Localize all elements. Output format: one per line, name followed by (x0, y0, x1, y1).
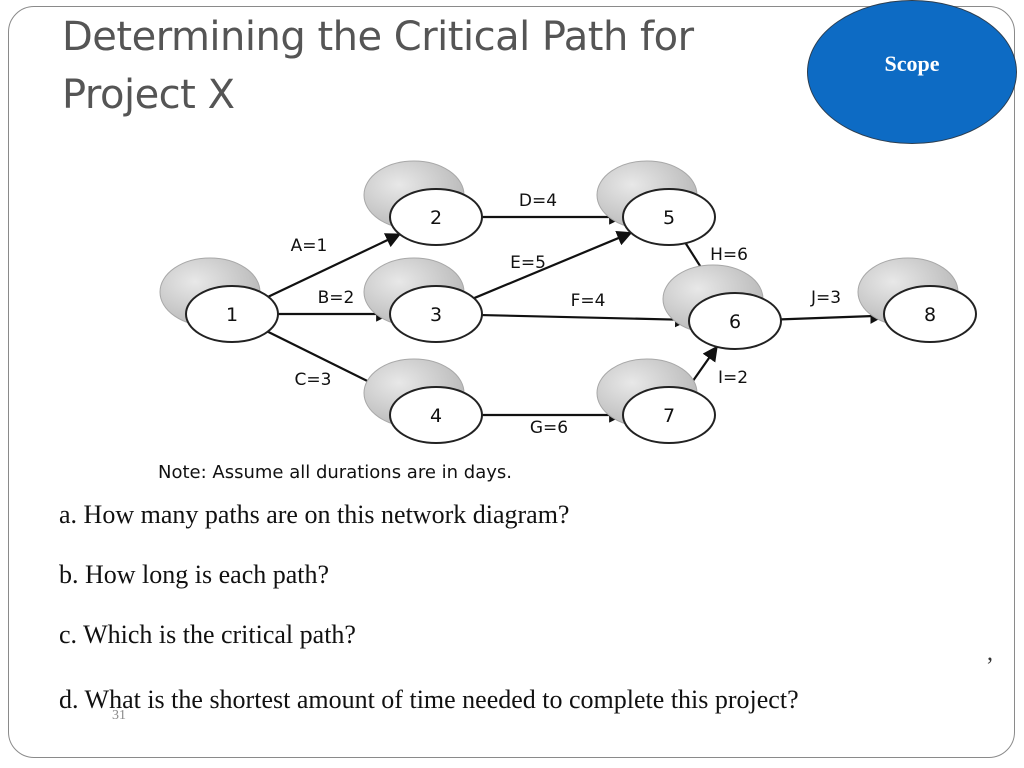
slide-frame (8, 6, 1015, 758)
node-7: 7 (596, 358, 716, 444)
edge-label-d: D=4 (519, 191, 557, 211)
edge-label-c: C=3 (295, 370, 332, 390)
edge-label-h: H=6 (710, 245, 748, 265)
node-7-circle (622, 386, 716, 444)
edge-label-g: G=6 (530, 418, 568, 438)
stray-mark: , (987, 640, 993, 666)
scope-badge-label: Scope (884, 51, 940, 76)
node-1-label: 1 (226, 304, 238, 326)
edge-1-2 (267, 233, 402, 298)
node-8-circle (883, 285, 977, 343)
node-4-label: 4 (430, 405, 442, 427)
question-a: a. How many paths are on this network di… (59, 500, 570, 529)
edge-label-b: B=2 (318, 288, 355, 308)
node-6-circle (688, 292, 782, 350)
slide-title: Determining the Critical Path for Projec… (62, 8, 802, 124)
node-1-circle (185, 285, 279, 343)
question-d: d. What is the shortest amount of time n… (59, 685, 799, 714)
node-3-circle (389, 285, 483, 343)
node-7-label: 7 (663, 405, 675, 427)
node-2-circle (389, 188, 483, 246)
edge-label-j: J=3 (810, 288, 841, 308)
node-3: 3 (363, 257, 483, 343)
nodes-layer: 1 2 3 4 5 6 7 8 (159, 160, 977, 444)
edge-label-i: I=2 (718, 368, 748, 388)
node-3-label: 3 (430, 304, 442, 326)
edge-6-8 (780, 308, 886, 324)
node-5-circle (622, 188, 716, 246)
edge-label-f: F=4 (571, 291, 606, 311)
node-5: 5 (596, 160, 716, 246)
edge-labels-layer: A=1B=2C=3 D=4E=5F=4G=6 H=6I=2 J=3 (291, 191, 841, 438)
node-8: 8 (857, 257, 977, 343)
diagram-note: Note: Assume all durations are in days. (158, 462, 512, 483)
node-1: 1 (159, 257, 279, 343)
scope-badge[interactable]: Scope (807, 0, 1017, 144)
node-2-label: 2 (430, 207, 442, 229)
edge-3-5 (473, 231, 633, 300)
node-4-circle (389, 386, 483, 444)
node-6-label: 6 (729, 311, 741, 333)
title-line-1: Determining the Critical Path for (62, 14, 694, 60)
edge-label-e: E=5 (510, 253, 546, 273)
edge-label-a: A=1 (291, 236, 328, 256)
node-6: 6 (662, 264, 782, 350)
edges-layer (267, 209, 886, 423)
node-4: 4 (363, 358, 483, 444)
edge-3-6 (481, 311, 691, 328)
node-8-label: 8 (924, 304, 936, 326)
question-b: b. How long is each path? (59, 560, 330, 589)
title-line-2: Project X (62, 72, 235, 118)
node-5-label: 5 (663, 207, 675, 229)
question-c: c. Which is the critical path? (59, 620, 356, 649)
slide-number: 31 (112, 708, 126, 723)
node-2: 2 (363, 160, 483, 246)
